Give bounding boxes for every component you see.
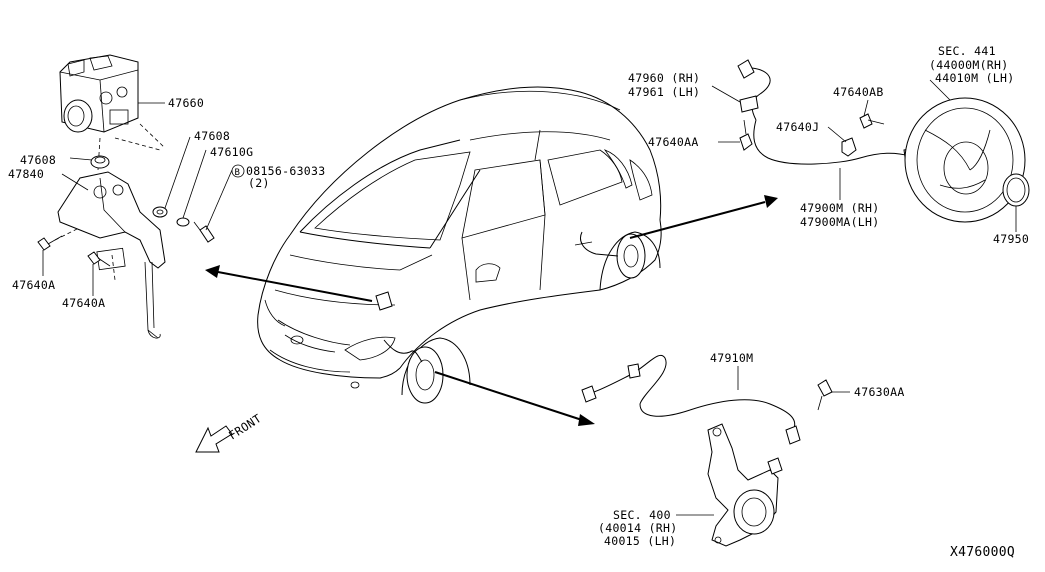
label-47640AA: 47640AA <box>648 135 699 149</box>
label-44010M: 44010M (LH) <box>935 71 1014 85</box>
bolt-ref-symbol: B <box>235 168 241 178</box>
rear-sensor-group <box>711 59 1030 232</box>
label-40014: (40014 (RH) <box>598 521 677 535</box>
diagram-id: X476000Q <box>950 545 1015 560</box>
label-40015: 40015 (LH) <box>604 534 676 548</box>
label-47960: 47960 (RH) <box>628 71 700 85</box>
vehicle-illustration <box>257 86 662 404</box>
label-47640A-left: 47640A <box>12 278 55 292</box>
label-47900M: 47900M (RH) <box>800 201 879 215</box>
label-47840: 47840 <box>8 167 44 181</box>
label-47610G: 47610G <box>210 145 253 159</box>
bolt-ref-symbol-circle <box>231 164 245 178</box>
label-sec-400: SEC. 400 <box>613 508 671 522</box>
label-sec-441: SEC. 441 <box>938 44 996 58</box>
label-47608-left: 47608 <box>20 153 56 167</box>
label-47630AA: 47630AA <box>854 385 905 399</box>
label-bolt-ref-qty: (2) <box>248 176 270 190</box>
label-47608-right: 47608 <box>194 129 230 143</box>
label-47640AB: 47640AB <box>833 85 884 99</box>
grommet-part <box>90 155 110 169</box>
label-47910M: 47910M <box>710 351 753 365</box>
label-47660: 47660 <box>168 96 204 110</box>
label-bolt-ref-number: 08156-63033 <box>246 164 325 178</box>
label-47950: 47950 <box>993 232 1029 246</box>
front-label: FRONT <box>226 411 264 442</box>
abs-actuator-group <box>37 54 233 339</box>
label-47961: 47961 (LH) <box>628 85 700 99</box>
brake-backing-plate <box>904 97 1026 223</box>
front-arrow-icon <box>195 425 233 453</box>
front-indicator: FRONT <box>195 411 264 453</box>
label-47640A-right: 47640A <box>62 296 105 310</box>
label-47900MA: 47900MA(LH) <box>800 215 879 229</box>
label-47640J: 47640J <box>776 120 819 134</box>
part-callouts: 47660 47608 47608 47610G B 08156-63033 (… <box>8 44 1029 560</box>
abs-bracket <box>57 171 166 269</box>
label-44000M: (44000M(RH) <box>929 58 1008 72</box>
front-sensor-group <box>581 354 850 547</box>
callout-arrows <box>205 195 778 426</box>
